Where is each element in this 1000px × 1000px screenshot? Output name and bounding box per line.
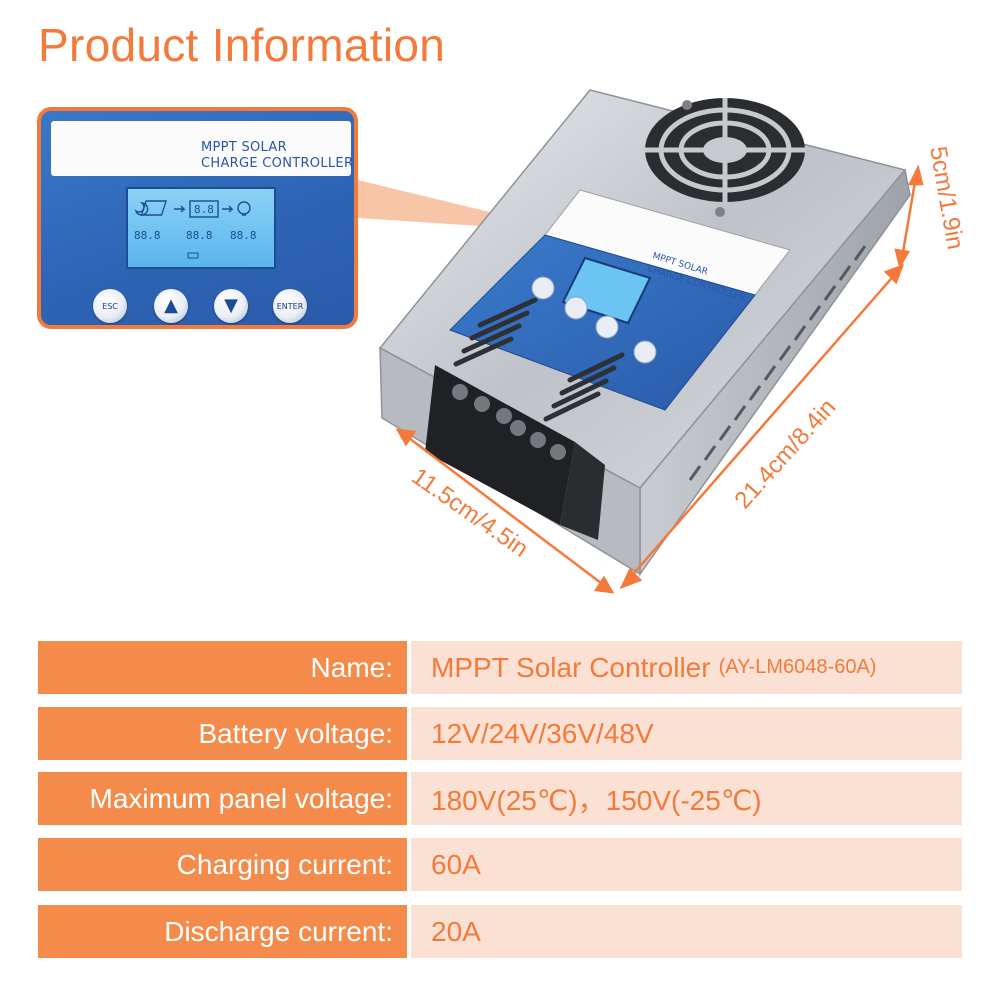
spec-label: Discharge current: xyxy=(38,905,407,958)
svg-text:88.8: 88.8 xyxy=(134,229,161,242)
width-dimension: 11.5cm/4.5in xyxy=(407,463,534,563)
controller-device-image: MPPT SOLAR CHARGE CONTROLLER xyxy=(378,89,911,577)
spec-label: Name: xyxy=(38,641,407,694)
panel-label-line2: CHARGE CONTROLLER xyxy=(201,156,354,171)
spec-label: Maximum panel voltage: xyxy=(38,772,407,825)
up-button[interactable]: ▲ xyxy=(154,289,188,323)
height-dimension: 5cm/1.9in xyxy=(924,144,969,251)
battery-icon xyxy=(189,200,219,218)
model-number: (AY-LM6048-60A) xyxy=(718,656,877,678)
control-panel-closeup: MPPT SOLAR CHARGE CONTROLLER 8.8 88.8 88… xyxy=(37,107,358,329)
down-button[interactable]: ▼ xyxy=(214,289,248,323)
svg-text:8.8: 8.8 xyxy=(194,203,214,216)
spec-value: MPPT Solar Controller (AY-LM6048-60A) xyxy=(411,641,962,694)
svg-text:88.8: 88.8 xyxy=(186,229,213,242)
spec-row-battery-voltage: Battery voltage: 12V/24V/36V/48V xyxy=(38,707,962,760)
esc-button[interactable]: ESC xyxy=(93,289,127,323)
arrow-icon xyxy=(222,205,234,213)
fan-icon xyxy=(645,98,805,202)
spec-value: 20A xyxy=(411,905,962,958)
spec-row-discharge-current: Discharge current: 20A xyxy=(38,905,962,958)
spec-row-max-panel-voltage: Maximum panel voltage: 180V(25℃)，150V(-2… xyxy=(38,772,962,825)
spec-label: Battery voltage: xyxy=(38,707,407,760)
spec-row-name: Name: MPPT Solar Controller (AY-LM6048-6… xyxy=(38,641,962,694)
spec-value: 180V(25℃)，150V(-25℃) xyxy=(411,772,962,825)
panel-label: MPPT SOLAR CHARGE CONTROLLER xyxy=(51,121,354,176)
arrow-icon xyxy=(174,205,186,213)
length-dimension: 21.4cm/8.4in xyxy=(729,394,841,514)
panel-label-line1: MPPT SOLAR xyxy=(201,140,287,155)
page-title: Product Information xyxy=(38,19,446,71)
spec-value: 12V/24V/36V/48V xyxy=(411,707,962,760)
enter-button[interactable]: ENTER xyxy=(273,289,307,323)
solar-panel-icon xyxy=(140,200,168,216)
lcd-icons: 8.8 88.8 88.8 88.8 xyxy=(134,200,257,259)
spec-value: 60A xyxy=(411,838,962,891)
triangle-up-icon: ▲ xyxy=(164,295,178,316)
triangle-down-icon: ▼ xyxy=(224,295,238,316)
spec-label: Charging current: xyxy=(38,838,407,891)
spec-row-charging-current: Charging current: 60A xyxy=(38,838,962,891)
bulb-icon xyxy=(237,201,251,215)
svg-text:88.8: 88.8 xyxy=(230,229,257,242)
lcd-display: 8.8 88.8 88.8 88.8 xyxy=(126,187,276,269)
